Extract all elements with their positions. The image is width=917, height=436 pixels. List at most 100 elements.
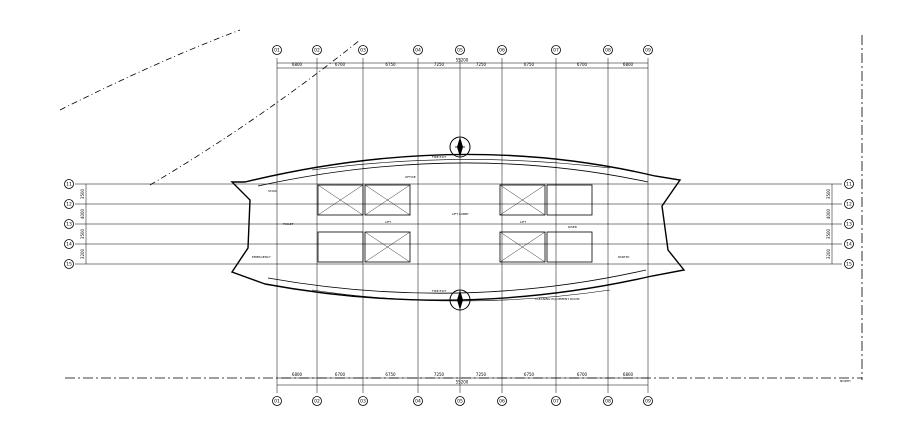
grid-bubble xyxy=(643,396,653,406)
room-label: FIRE EXIT xyxy=(432,155,446,159)
room-label: LIFT xyxy=(520,220,526,224)
dimension-value: 6700 xyxy=(577,62,588,67)
grid-bubble xyxy=(844,259,854,269)
dimension-value: 3200 xyxy=(80,248,85,259)
grid-bubble xyxy=(272,396,282,406)
grid-bubble xyxy=(551,45,561,55)
dimension-value: 6800 xyxy=(623,62,634,67)
grid-bubble xyxy=(413,45,423,55)
dimension-value: 6750 xyxy=(524,372,535,377)
grid-bubble xyxy=(603,396,613,406)
room-label: LIFT xyxy=(385,220,391,224)
grid-label: 08 xyxy=(605,399,611,405)
grid-label: 13 xyxy=(66,222,72,228)
grid-label: 09 xyxy=(645,48,651,54)
dimension-value: 3200 xyxy=(826,248,831,259)
dimension-value: 6750 xyxy=(385,62,396,67)
grid-label: 02 xyxy=(314,399,320,405)
dimension-value: 4000 xyxy=(826,208,831,219)
room-label: TOILET xyxy=(282,222,294,226)
dimension-value: 6800 xyxy=(623,372,634,377)
grid-label: 11 xyxy=(66,182,72,188)
room-label: LIFT LOBBY xyxy=(452,212,469,216)
grid-bubble xyxy=(64,199,74,209)
building-outline xyxy=(230,153,686,302)
grid-lines: 01 01 02 02 03 03 04 04 05 05 06 06 07 07 08 08 09 09 11 11… xyxy=(64,45,854,406)
grid-label: 06 xyxy=(499,399,505,405)
dimension-value: 6800 xyxy=(292,372,303,377)
grid-bubble xyxy=(64,259,74,269)
dimension-value: 7250 xyxy=(434,62,445,67)
grid-bubble xyxy=(844,199,854,209)
grid-bubble xyxy=(64,219,74,229)
grid-bubble xyxy=(272,45,282,55)
dimension-value: 6800 xyxy=(292,62,303,67)
grid-label: 12 xyxy=(66,202,72,208)
grid-bubble xyxy=(551,396,561,406)
grid-bubble xyxy=(413,396,423,406)
dimension-value: 7250 xyxy=(434,372,445,377)
grid-bubble xyxy=(497,396,507,406)
room-label: STAIR xyxy=(268,189,277,193)
room-label: CLEANING EQUIPMENT ROOM xyxy=(535,297,580,301)
grid-label: 07 xyxy=(553,399,559,405)
grid-bubble xyxy=(312,396,322,406)
dimension-total: 55200 xyxy=(456,380,469,385)
grid-label: 15 xyxy=(66,262,72,268)
dimension-value: 7250 xyxy=(476,62,487,67)
grid-label: 14 xyxy=(66,242,72,248)
north-marker-top xyxy=(449,136,471,158)
dimension-value: 4000 xyxy=(80,208,85,219)
grid-label: 08 xyxy=(605,48,611,54)
room-label: EMERGENCY xyxy=(252,255,271,259)
grid-label: 06 xyxy=(499,48,505,54)
dimension-value: 6700 xyxy=(335,62,346,67)
grid-label: 04 xyxy=(415,399,421,405)
dimension-value: 6700 xyxy=(577,372,588,377)
dimension-value: 6750 xyxy=(385,372,396,377)
grid-bubble xyxy=(64,179,74,189)
grid-bubble xyxy=(312,45,322,55)
dimension-value: 7250 xyxy=(476,372,487,377)
grid-bubble xyxy=(455,45,465,55)
room-labels: STAIR LIFT LOBBY TOILET LIFT LIFT EMERGE… xyxy=(252,155,630,301)
grid-label: 01 xyxy=(274,399,280,405)
grid-label: 15 xyxy=(846,262,852,268)
boundary-arc-2 xyxy=(149,39,361,186)
dimension-lines: 55200 6800 6700 6750 7250 7250 6750 6700 6800 552… xyxy=(80,58,833,386)
dimension-value: 3500 xyxy=(826,228,831,239)
grid-label: 12 xyxy=(846,202,852,208)
grid-label: 11 xyxy=(846,182,852,188)
grid-label: 03 xyxy=(360,48,366,54)
room-label: FIRE EXIT xyxy=(432,289,446,293)
north-label: NORTH xyxy=(840,379,851,383)
grid-label: 07 xyxy=(553,48,559,54)
dimension-value: 3500 xyxy=(826,188,831,199)
room-label: PANTRY xyxy=(618,255,630,259)
grid-bubble xyxy=(455,396,465,406)
grid-label: 05 xyxy=(457,399,463,405)
grid-label: 04 xyxy=(415,48,421,54)
grid-label: 03 xyxy=(360,399,366,405)
grid-label: 09 xyxy=(645,399,651,405)
grid-label: 02 xyxy=(314,48,320,54)
room-label: OFFICE xyxy=(405,175,416,179)
grid-bubble xyxy=(844,179,854,189)
grid-label: 13 xyxy=(846,222,852,228)
core-east xyxy=(499,184,593,263)
room-label: RISER xyxy=(568,225,577,229)
north-marker-bottom xyxy=(449,289,471,311)
grid-bubble xyxy=(844,219,854,229)
core-west xyxy=(317,184,411,263)
grid-label: 05 xyxy=(457,48,463,54)
dimension-value: 6700 xyxy=(335,372,346,377)
grid-bubble xyxy=(844,239,854,249)
grid-label: 01 xyxy=(274,48,280,54)
boundary-arc-1 xyxy=(59,29,241,111)
dimension-total: 55200 xyxy=(456,58,469,63)
dimension-value: 3500 xyxy=(80,188,85,199)
grid-bubble xyxy=(643,45,653,55)
grid-bubble xyxy=(497,45,507,55)
grid-bubble xyxy=(358,396,368,406)
